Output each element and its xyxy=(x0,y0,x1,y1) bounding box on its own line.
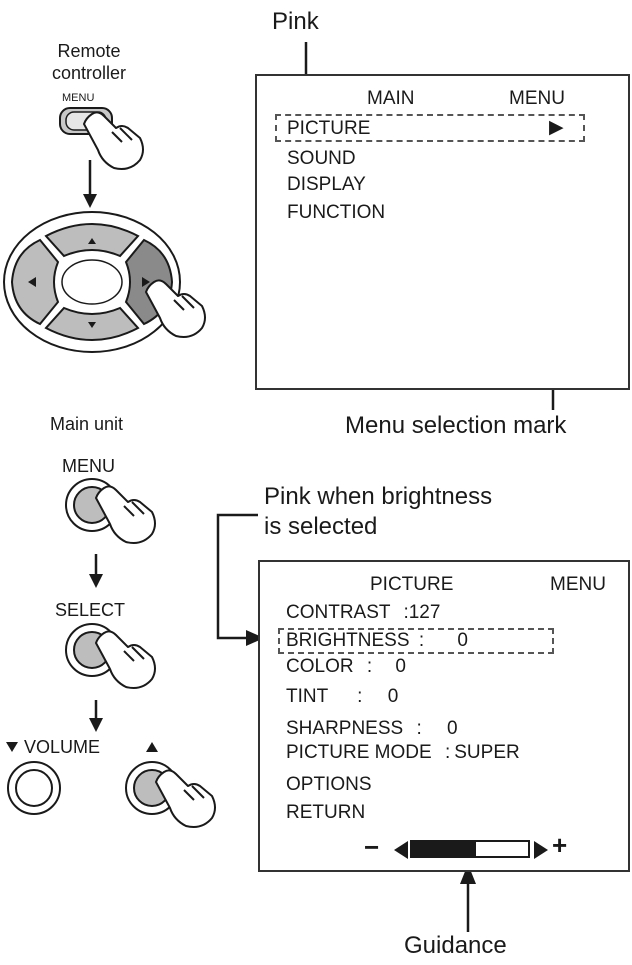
triangle-up-icon xyxy=(146,742,158,752)
remote-controller-label: Remote controller xyxy=(52,40,126,84)
remote-menu-button-label: MENU xyxy=(62,92,95,104)
item-name: COLOR xyxy=(286,656,354,677)
guidance-label: Guidance xyxy=(404,932,507,959)
picture-item-sharpness[interactable]: SHARPNESS : 0 xyxy=(286,718,458,740)
picture-menu-title: PICTURE xyxy=(370,574,454,595)
item-sep: : xyxy=(357,686,363,707)
picture-item-return[interactable]: RETURN xyxy=(286,802,366,823)
arrow-down-icon xyxy=(89,700,103,732)
item-value: 0 xyxy=(457,630,468,651)
brightness-highlight xyxy=(278,628,554,654)
menu-item-display[interactable]: DISPLAY xyxy=(287,174,366,195)
menu-item-picture[interactable]: PICTURE xyxy=(287,118,371,139)
selected-item-highlight xyxy=(275,114,585,142)
item-name: SHARPNESS xyxy=(286,718,404,739)
triangle-right-icon xyxy=(142,277,150,287)
arrow-up-icon xyxy=(460,864,476,932)
triangle-up-icon xyxy=(88,238,96,244)
item-value: 0 xyxy=(447,718,458,739)
guidance-plus: + xyxy=(552,830,568,860)
guidance-level-bar[interactable] xyxy=(410,840,530,858)
triangle-left-icon xyxy=(394,841,408,859)
item-sep: : xyxy=(403,602,409,623)
menu-selection-mark-icon: ▶ xyxy=(549,117,564,138)
pink-label: Pink xyxy=(272,8,319,35)
item-value: SUPER xyxy=(454,742,520,763)
arrow-down-icon xyxy=(89,554,103,588)
picture-item-contrast[interactable]: CONTRAST :127 xyxy=(286,602,440,624)
remote-controller-label-line2: controller xyxy=(52,63,127,83)
hand-pointer-icon xyxy=(95,630,156,689)
pink-brightness-label: Pink when brightness is selected xyxy=(264,482,492,542)
unit-select-label: SELECT xyxy=(55,600,126,620)
item-value: 0 xyxy=(387,686,399,707)
guidance-level-fill xyxy=(412,842,476,856)
item-sep: : xyxy=(418,630,425,651)
item-name: TINT xyxy=(286,686,328,707)
arrow-down-icon xyxy=(83,160,97,208)
item-value: 0 xyxy=(395,656,406,677)
main-unit-label: Main unit xyxy=(50,414,124,434)
menu-item-function[interactable]: FUNCTION xyxy=(287,202,386,223)
item-name: CONTRAST xyxy=(286,602,391,623)
picture-menu-screen: PICTURE MENU CONTRAST :127 BRIGHTNESS : … xyxy=(258,560,630,872)
brightness-pointer-arrow xyxy=(216,513,264,646)
picture-item-tint[interactable]: TINT : 0 xyxy=(286,686,398,708)
unit-menu-label: MENU xyxy=(62,456,115,476)
pink-brightness-label-line1: Pink when brightness xyxy=(264,483,493,510)
triangle-down-icon xyxy=(6,742,18,752)
unit-volume-label: VOLUME xyxy=(24,737,101,757)
hand-pointer-icon xyxy=(83,111,144,170)
menu-selection-mark-label: Menu selection mark xyxy=(345,412,567,439)
triangle-down-icon xyxy=(88,322,96,328)
hand-pointer-icon xyxy=(95,485,156,544)
picture-item-brightness[interactable]: BRIGHTNESS : 0 xyxy=(286,630,468,652)
item-sep: : xyxy=(366,656,373,677)
item-sep: : xyxy=(444,742,451,763)
main-menu-title: MAIN xyxy=(367,88,415,109)
main-menu-title-menu: MENU xyxy=(509,88,565,109)
picture-item-picture-mode[interactable]: PICTURE MODE :SUPER xyxy=(286,742,520,764)
picture-menu-title-menu: MENU xyxy=(550,574,606,595)
pink-brightness-label-line2: is selected xyxy=(264,513,378,540)
triangle-left-icon xyxy=(28,277,36,287)
item-name: BRIGHTNESS xyxy=(286,630,410,651)
picture-item-options[interactable]: OPTIONS xyxy=(286,774,372,795)
guidance-minus: − xyxy=(364,832,380,862)
volume-down-button[interactable] xyxy=(7,761,61,815)
item-value: 127 xyxy=(408,602,441,623)
picture-item-color[interactable]: COLOR : 0 xyxy=(286,656,406,678)
item-sep: : xyxy=(416,718,422,739)
hand-pointer-icon xyxy=(155,769,216,828)
triangle-right-icon xyxy=(534,841,548,859)
item-name: PICTURE MODE xyxy=(286,742,432,763)
menu-item-sound[interactable]: SOUND xyxy=(287,148,356,169)
main-menu-screen: MAIN MENU PICTURE ▶ SOUND DISPLAY FUNCTI… xyxy=(255,74,630,390)
hand-pointer-icon xyxy=(145,279,206,338)
remote-controller-label-line1: Remote xyxy=(57,41,121,61)
